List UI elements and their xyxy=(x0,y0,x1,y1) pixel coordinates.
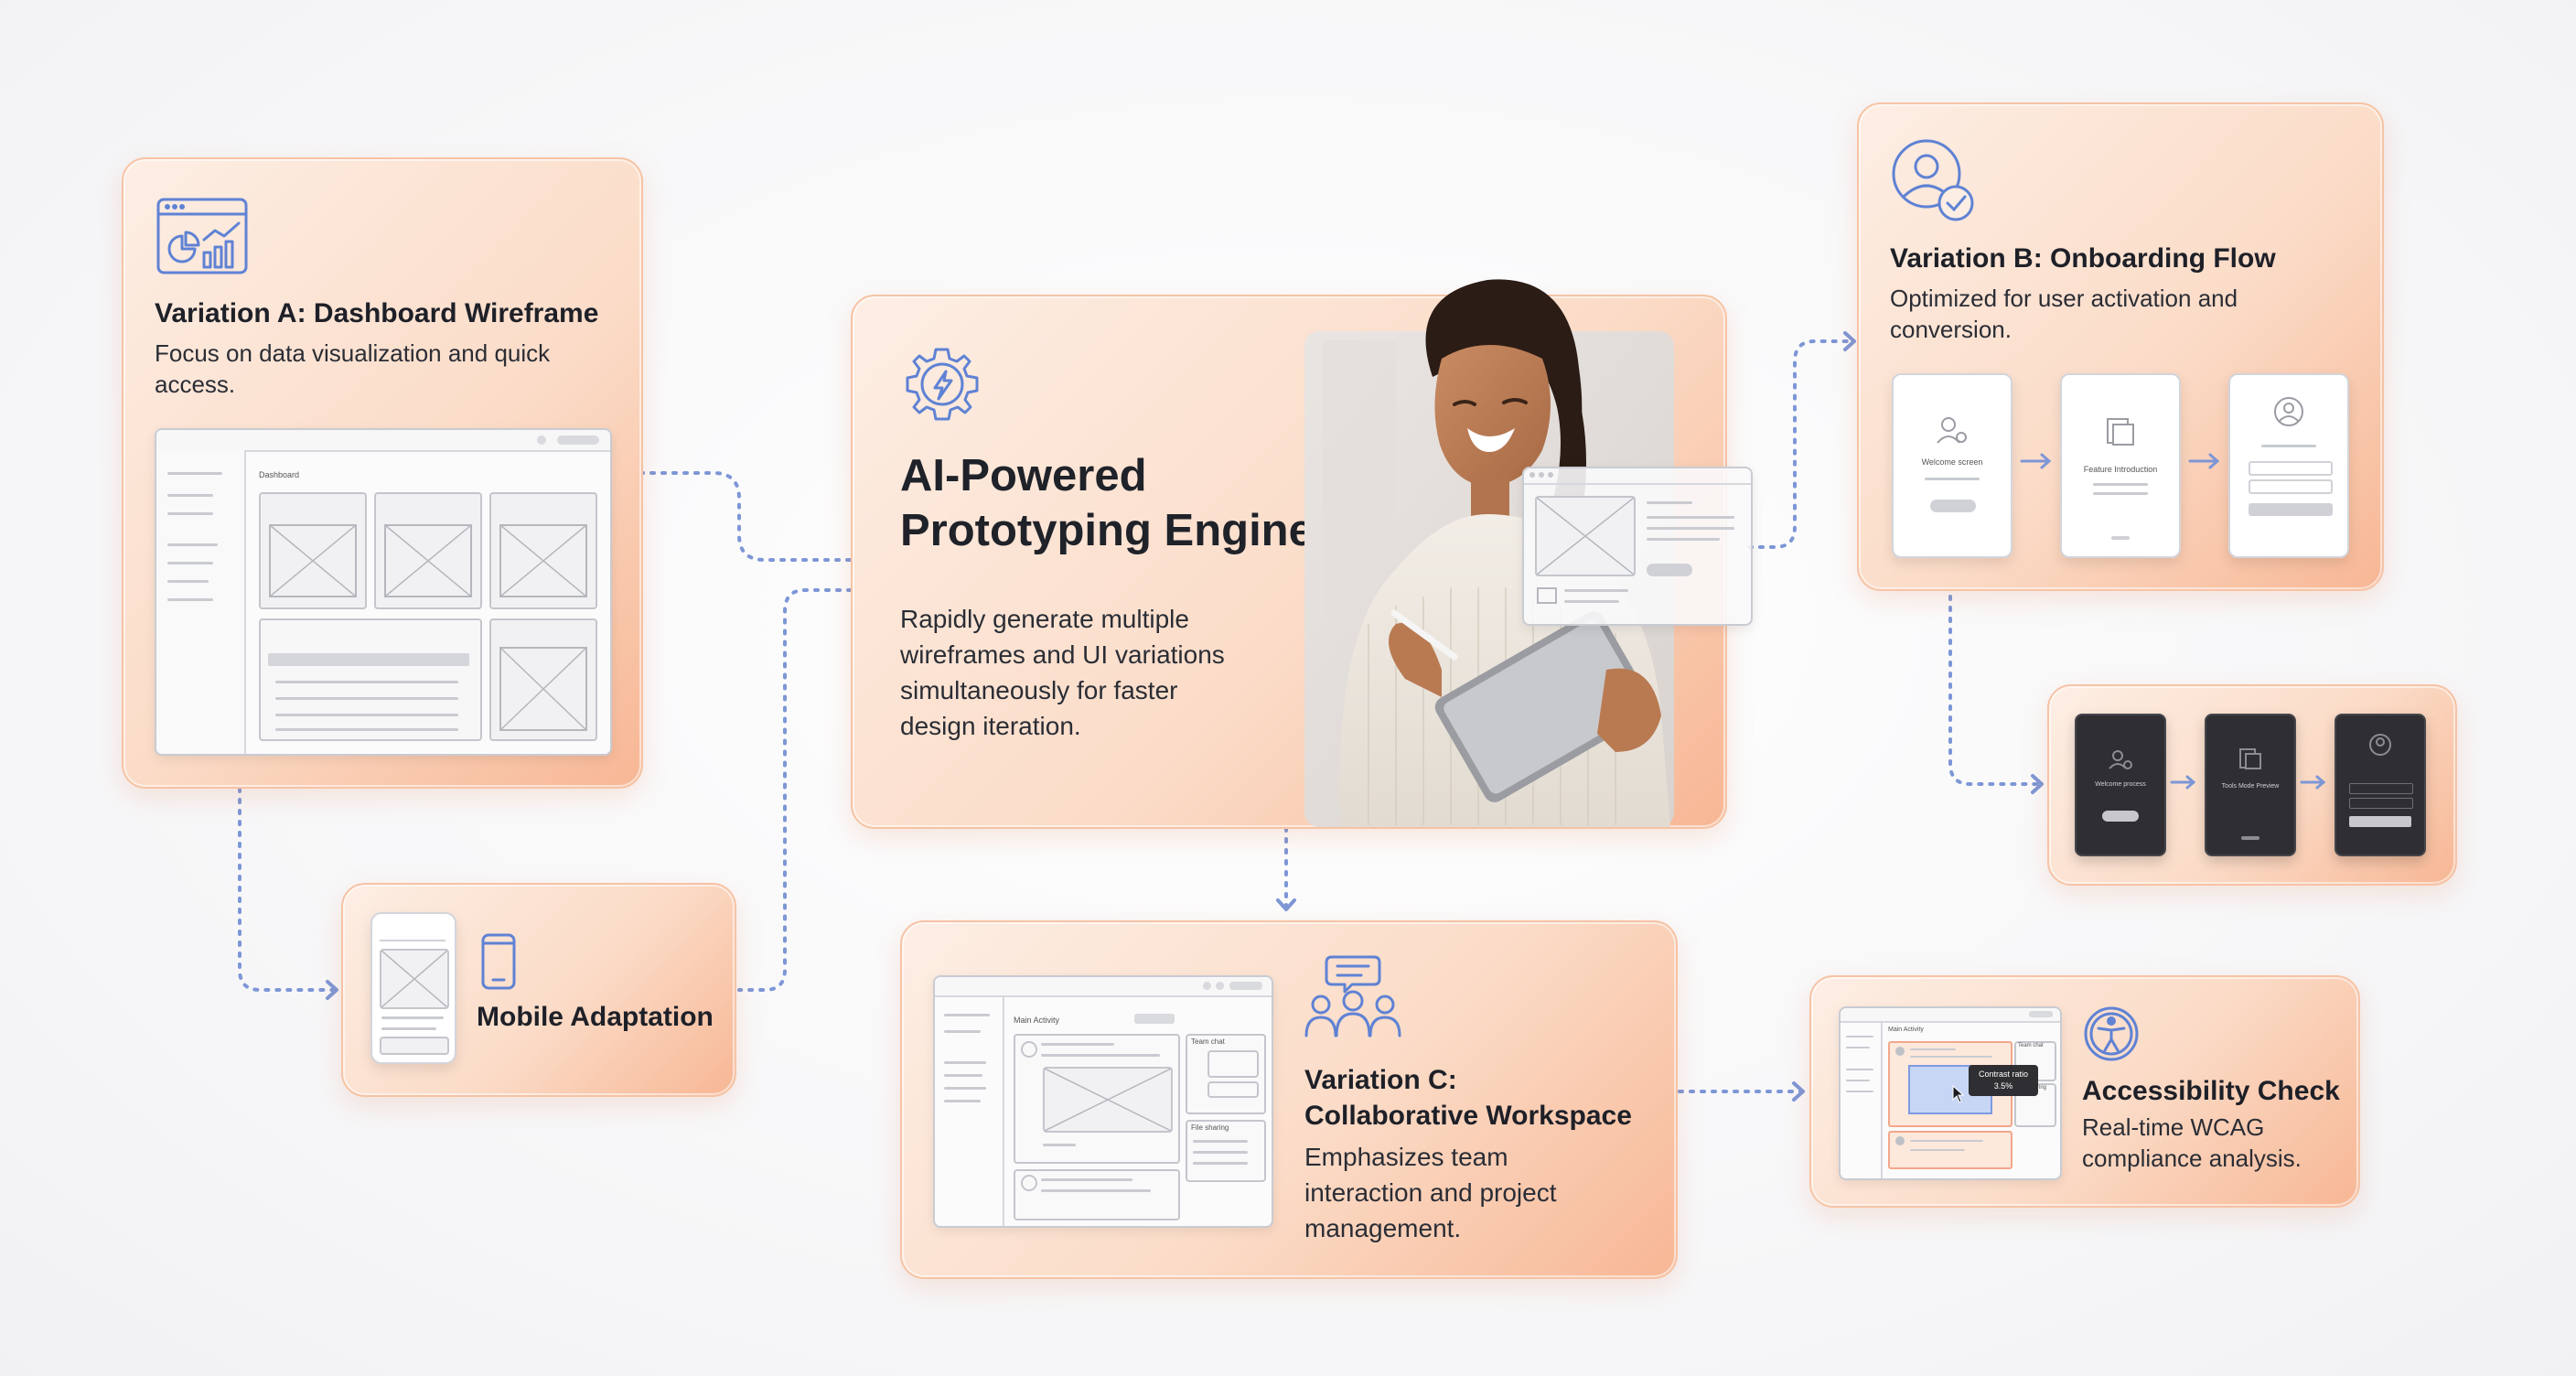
dashboard-analytics-icon xyxy=(156,198,248,274)
phone-wireframe xyxy=(370,912,456,1064)
dark-screen-1-label: Welcome process xyxy=(2095,781,2146,788)
variation-b-title: Variation B: Onboarding Flow xyxy=(1890,243,2276,274)
variation-a-desc-line2: access. xyxy=(155,371,236,398)
dark-screen-3 xyxy=(2334,714,2426,856)
dashboard-wireframe: Dashboard xyxy=(155,428,612,756)
accessibility-title: Accessibility Check xyxy=(2082,1076,2340,1106)
accessibility-desc-line1: Real-time WCAG xyxy=(2082,1113,2265,1141)
dark-screen-2-label: Tools Mode Preview xyxy=(2221,783,2280,790)
engine-desc-line3: simultaneously for faster xyxy=(900,676,1178,704)
variation-b-card: Variation B: Onboarding Flow Optimized f… xyxy=(1857,102,2384,591)
team-chat-icon xyxy=(1304,955,1401,1037)
engine-title-line1: AI-Powered xyxy=(900,451,1147,500)
dark-flow-arrow-1 xyxy=(2170,775,2196,790)
variation-b-desc-line1: Optimized for user activation and xyxy=(1890,285,2238,312)
accessibility-desc-line2: compliance analysis. xyxy=(2082,1145,2302,1172)
engine-title-line2: Prototyping Engine xyxy=(900,506,1314,555)
cursor-icon xyxy=(1952,1085,1965,1103)
engine-desc-line1: Rapidly generate multiple xyxy=(900,605,1189,633)
flow-arrow-1 xyxy=(2020,453,2052,469)
onboarding-screen-2: Feature Introduction xyxy=(2060,373,2181,558)
onboarding-dark-card: Welcome process Tools Mode Preview xyxy=(2047,684,2457,886)
smartphone-icon xyxy=(481,933,516,990)
tooltip-line1: Contrast ratio xyxy=(1978,1070,2029,1079)
variation-a-title: Variation A: Dashboard Wireframe xyxy=(155,298,599,328)
workspace-chat-label: Team chat xyxy=(1191,1037,1225,1046)
accessibility-side-label-1: Team chat xyxy=(2018,1043,2044,1048)
ai-engine-card: AI-Powered Prototyping Engine Rapidly ge… xyxy=(851,279,1753,829)
user-check-icon xyxy=(1892,139,1974,221)
variation-c-card: Main Activity Team chat File sharing Var… xyxy=(900,920,1678,1279)
engine-desc-line4: design iteration. xyxy=(900,712,1081,740)
variation-c-desc-line3: management. xyxy=(1304,1214,1462,1242)
variation-a-card: Variation A: Dashboard Wireframe Focus o… xyxy=(122,157,643,789)
variation-c-desc-line2: interaction and project xyxy=(1304,1178,1557,1207)
variation-c-title-line2: Collaborative Workspace xyxy=(1304,1101,1632,1131)
mobile-title: Mobile Adaptation xyxy=(477,1002,714,1032)
workspace-wireframe: Main Activity Team chat File sharing xyxy=(933,975,1273,1228)
dark-screen-2: Tools Mode Preview xyxy=(2205,714,2296,856)
flow-arrow-2 xyxy=(2188,453,2220,469)
gear-lightning-icon xyxy=(906,348,979,421)
tooltip-line2: 3.5% xyxy=(1993,1081,2013,1091)
onboarding-screen-2-label: Feature Introduction xyxy=(2083,465,2158,474)
accessibility-icon xyxy=(2084,1006,2139,1061)
onboarding-screen-3 xyxy=(2228,373,2349,558)
contrast-tooltip: Contrast ratio 3.5% xyxy=(1969,1065,2038,1096)
variation-b-desc-line2: conversion. xyxy=(1890,316,2012,343)
variation-c-desc-line1: Emphasizes team xyxy=(1304,1143,1508,1171)
accessibility-wireframe: Main Activity Team chat File sharing Con… xyxy=(1839,1006,2062,1180)
onboarding-screen-1-label: Welcome screen xyxy=(1921,457,1983,467)
designer-photo xyxy=(1304,279,1674,827)
variation-a-desc-line1: Focus on data visualization and quick xyxy=(155,339,551,367)
onboarding-screen-1: Welcome screen xyxy=(1892,373,2012,558)
dark-screen-1: Welcome process xyxy=(2075,714,2166,856)
dashboard-wire-label: Dashboard xyxy=(259,470,300,479)
workspace-wire-label: Main Activity xyxy=(1014,1016,1060,1025)
dark-flow-arrow-2 xyxy=(2300,775,2326,790)
variation-c-title-line1: Variation C: xyxy=(1304,1065,1457,1095)
accessibility-card: Main Activity Team chat File sharing Con… xyxy=(1809,975,2360,1208)
accessibility-wire-label: Main Activity xyxy=(1888,1027,1924,1033)
floating-wireframe xyxy=(1522,467,1753,626)
mobile-adaptation-card: Mobile Adaptation xyxy=(341,883,736,1097)
engine-desc-line2: wireframes and UI variations xyxy=(900,640,1225,669)
workspace-file-label: File sharing xyxy=(1191,1123,1229,1132)
